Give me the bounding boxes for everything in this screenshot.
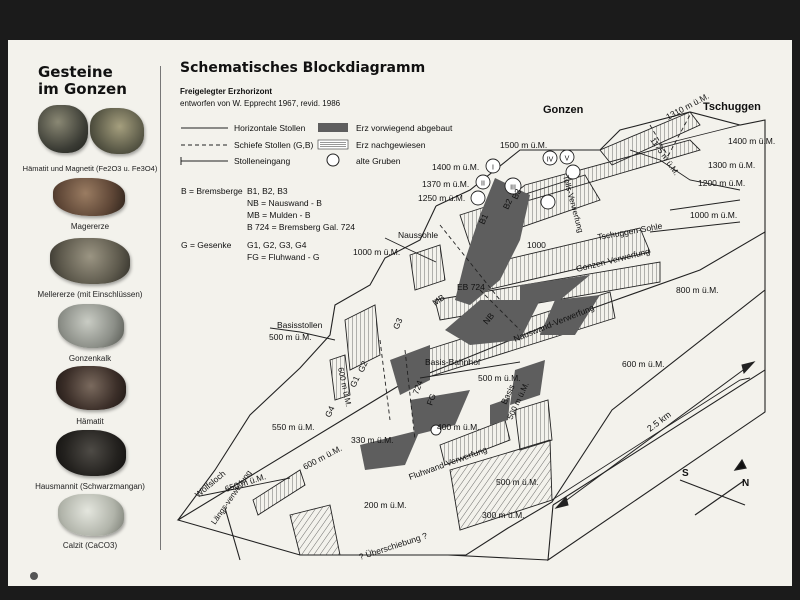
diagram-label-eb724: EB 724 <box>457 282 485 292</box>
diagram-label-e800: 800 m ü.M. <box>676 285 719 295</box>
diagram-label-e1400b: 1400 m ü.M. <box>728 136 775 146</box>
diagram-label-g3: G3 <box>391 316 405 331</box>
pit-label-V: V <box>565 156 570 163</box>
diagram-label-e1400a: 1400 m ü.M. <box>432 162 479 172</box>
pit-label-II: II <box>481 181 485 188</box>
diagram-label-g4: G4 <box>323 404 337 419</box>
diagram-label-e1250: 1250 m ü.M. <box>418 193 465 203</box>
diagram-label-e1000c: 1000 <box>527 240 546 250</box>
diagram-label-distance: 2.5 km <box>645 409 673 433</box>
diagram-label-e200: 200 m ü.M. <box>364 500 407 510</box>
diagram-label-e1500: 1500 m ü.M. <box>500 140 547 150</box>
pit-label-III: III <box>510 185 516 192</box>
diagram-label-nausssohle: Naussohle <box>398 230 438 240</box>
diagram-label-e500c: 500 m ü.M. <box>496 477 539 487</box>
distance-arrow <box>556 362 754 508</box>
diagram-label-e500b: 500 m ü.M. <box>478 373 521 383</box>
compass-s: S <box>682 468 689 479</box>
diagram-label-e1370: 1370 m ü.M. <box>422 179 469 189</box>
diagram-label-basisstollen1: Basisstollen <box>277 320 323 330</box>
diagram-label-basisstollen2: 500 m ü.M. <box>269 332 312 342</box>
diagram-label-g1: G1 <box>348 374 362 389</box>
diagram-label-e400: 400 m ü.M. <box>437 422 480 432</box>
pit-label-I: I <box>492 165 494 172</box>
diagram-label-e1300: 1300 m ü.M. <box>708 160 755 170</box>
diagram-label-e1000b: 1000 m ü.M. <box>690 210 737 220</box>
pit-label-IV: IV <box>547 157 554 164</box>
diagram-label-basisbahnhof: Basis-Bahnhof <box>425 357 481 367</box>
diagram-label-e1000a: 1000 m ü.M. <box>353 247 400 257</box>
diagram-label-e550: 550 m ü.M. <box>272 422 315 432</box>
board-screw <box>30 572 38 580</box>
compass <box>680 460 746 515</box>
diagram-label-ueberschiebung: ? Überschiebung ? <box>358 530 429 562</box>
diagram-label-e600r: 600 m ü.M. <box>622 359 665 369</box>
diagram-label-e1200: 1200 m ü.M. <box>698 178 745 188</box>
diagram-label-e600l: 600 m ü.M. <box>301 443 343 472</box>
diagram-label-e330: 330 m ü.M. <box>351 435 394 445</box>
compass-n: N <box>742 478 749 489</box>
diagram-label-e300: 300 m ü.M. <box>482 510 525 520</box>
